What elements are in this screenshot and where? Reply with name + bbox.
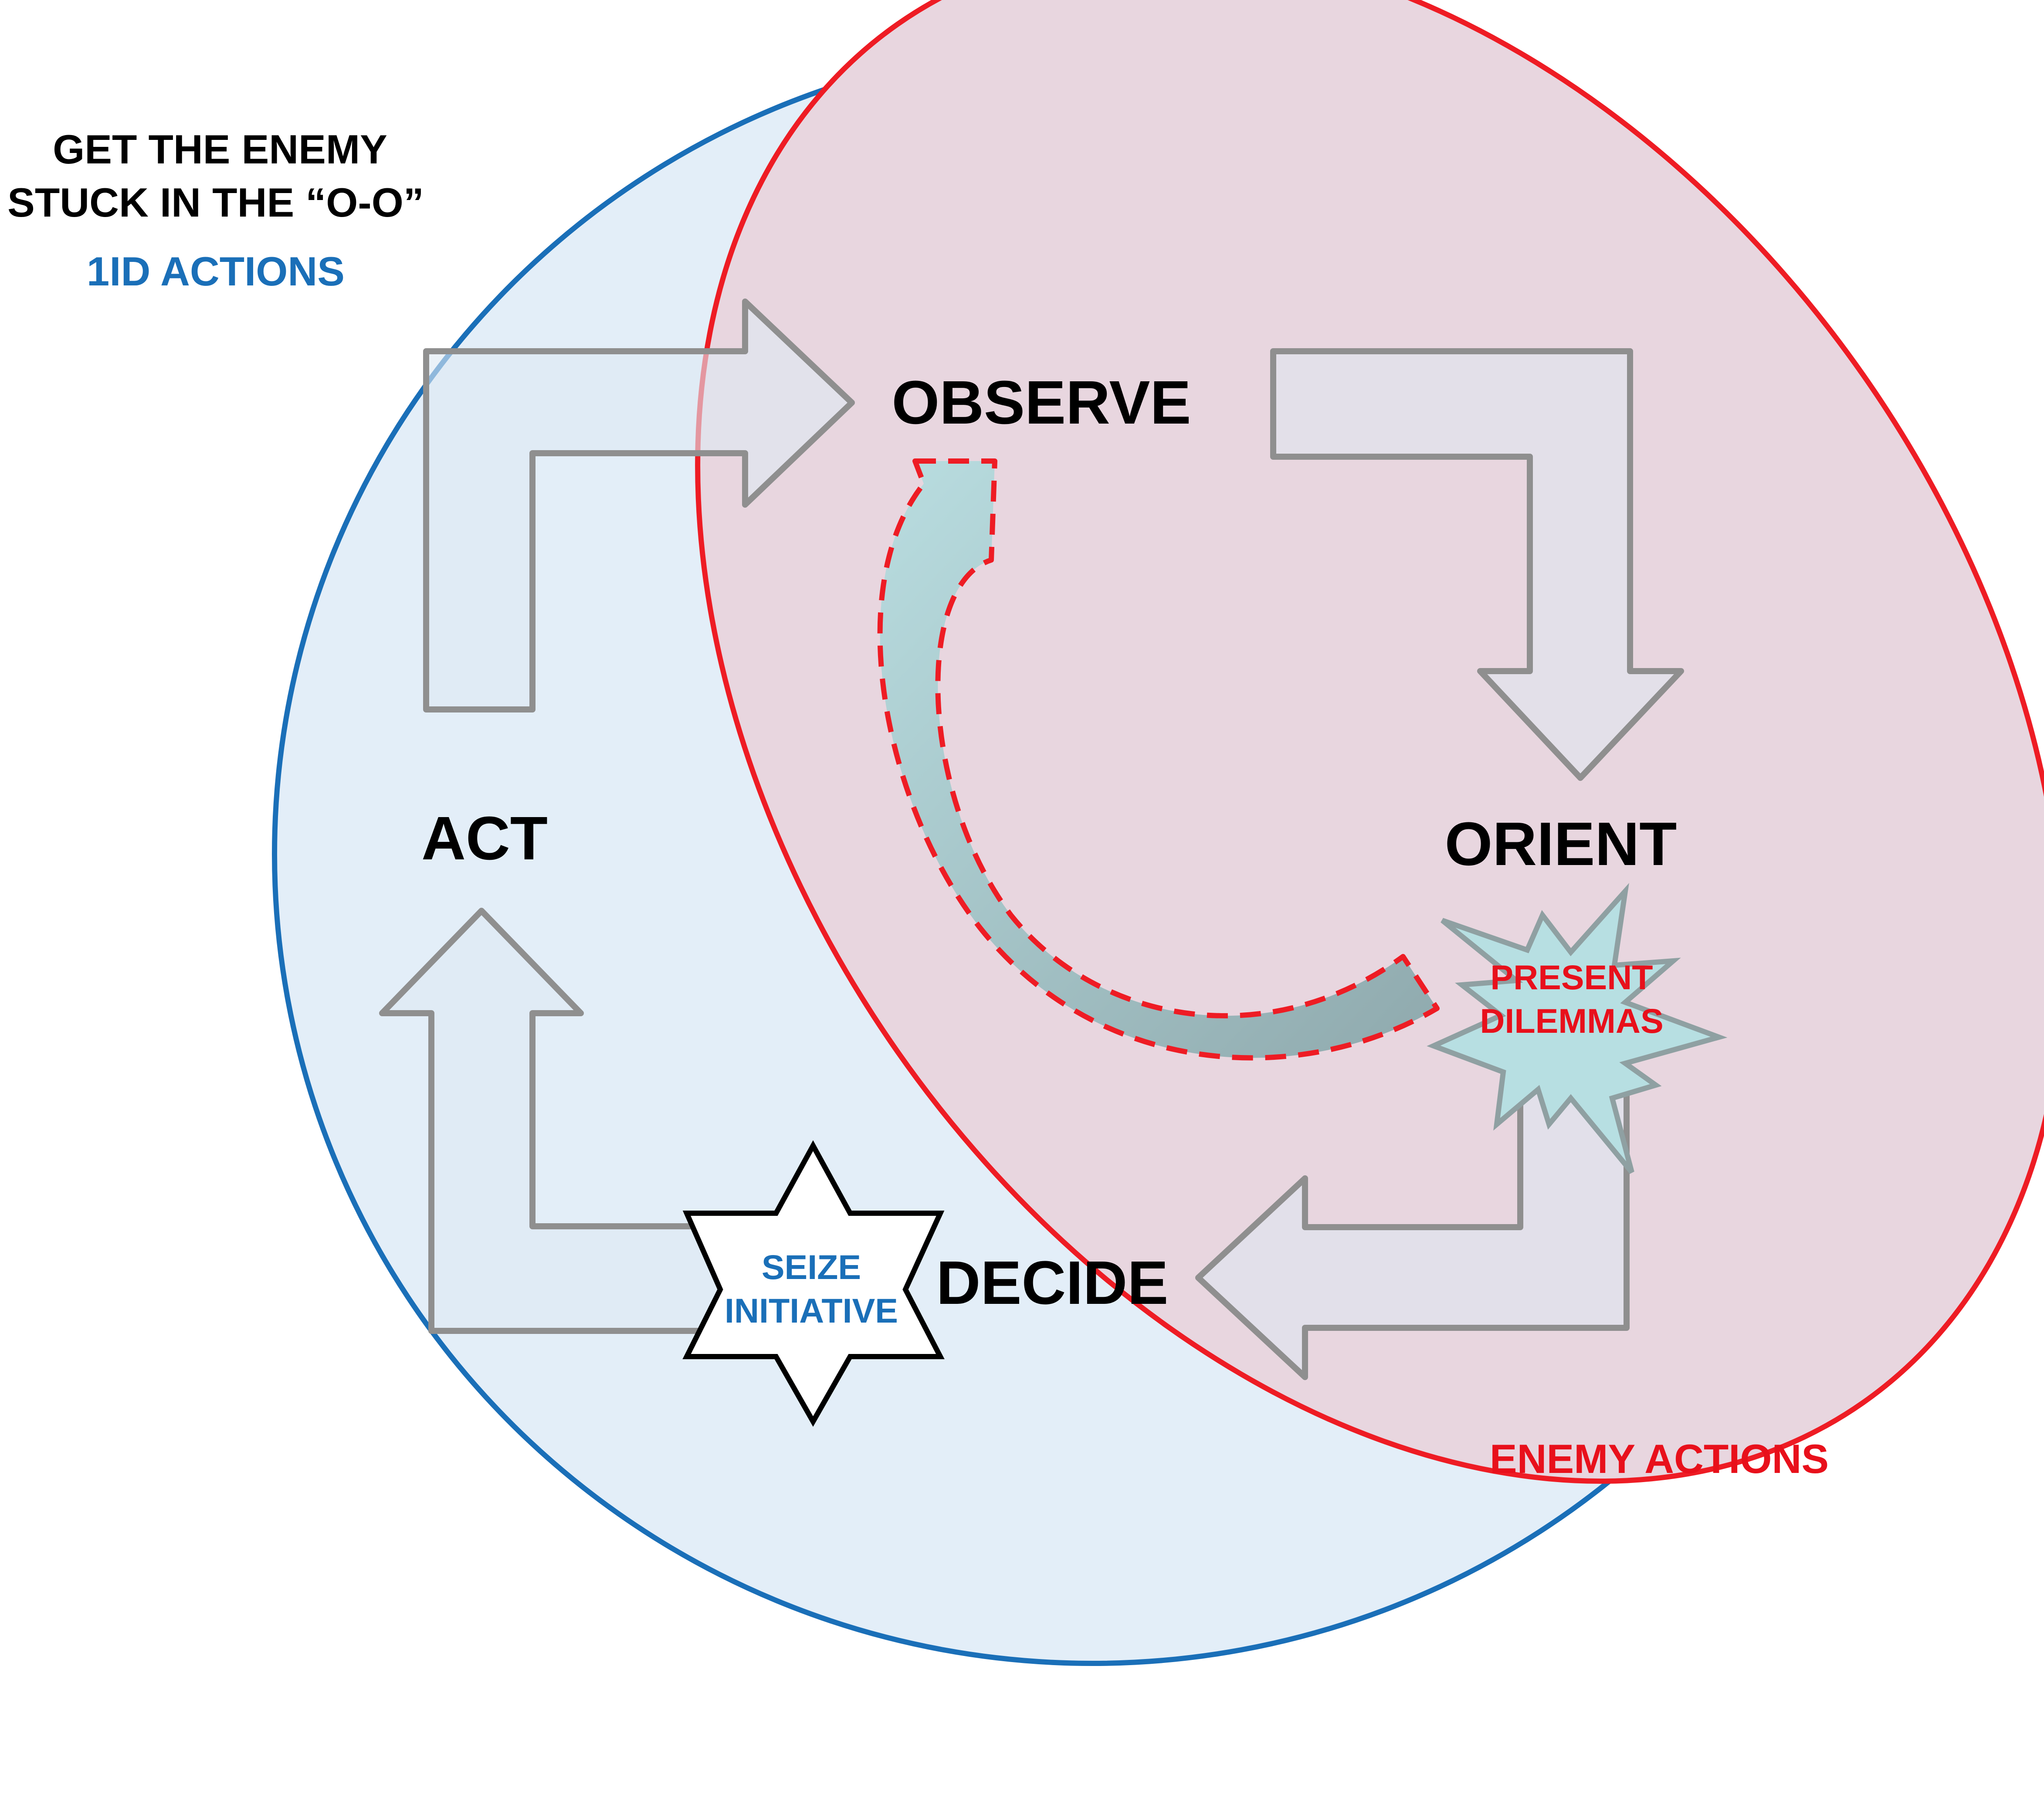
decide-to-act-arrow <box>379 908 748 1334</box>
return-to-observe-curved-arrow <box>877 458 1440 1061</box>
seize-initiative-line-2: INITIATIVE <box>725 1291 898 1330</box>
act-to-observe-arrow <box>423 299 855 712</box>
present-dilemmas-line-1: PRESENT <box>1490 958 1653 997</box>
present-dilemmas-line-2: DILEMMAS <box>1480 1001 1663 1040</box>
observe-label: OBSERVE <box>892 368 1191 437</box>
enemy-actions-ellipse <box>695 0 2044 1484</box>
orient-label: ORIENT <box>1445 809 1677 878</box>
act-label: ACT <box>421 804 548 872</box>
headline-line-1: GET THE ENEMY <box>53 126 387 172</box>
observe-to-orient-arrow <box>1270 348 1684 781</box>
seize-initiative-line-1: SEIZE <box>762 1248 861 1286</box>
present-dilemmas-burst <box>1427 883 1728 1174</box>
seize-initiative-star <box>682 1140 945 1427</box>
headline-line-2: STUCK IN THE “O-O” <box>7 180 424 225</box>
decide-label: DECIDE <box>936 1248 1169 1317</box>
friendly-actions-label: 1ID ACTIONS <box>87 248 345 294</box>
enemy-actions-label: ENEMY ACTIONS <box>1490 1436 1829 1482</box>
